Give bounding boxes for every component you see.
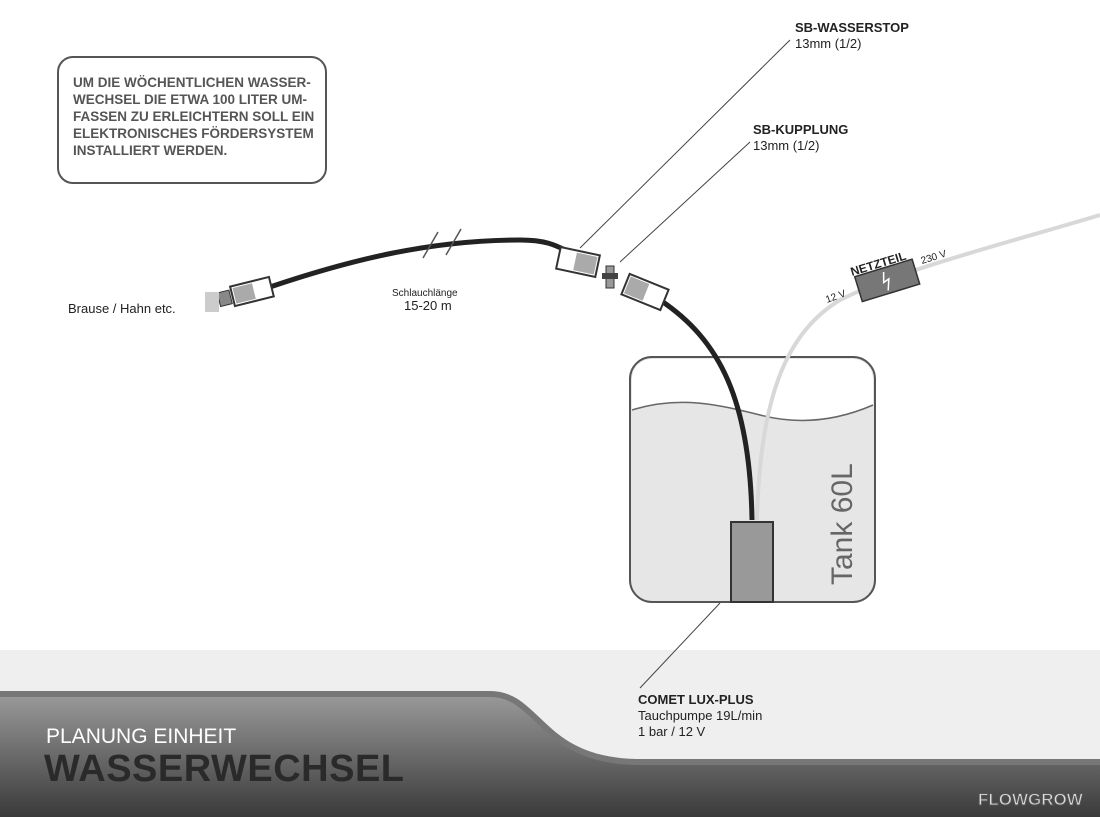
pump-spec-flow: Tauchpumpe 19L/min <box>638 708 763 723</box>
note-line: UM DIE WÖCHENTLICHEN WASSER- <box>73 75 311 90</box>
footer-band <box>0 694 1100 817</box>
footer-subtitle: PLANUNG EINHEIT <box>46 725 237 748</box>
footer-title: WASSERWECHSEL <box>44 748 405 790</box>
kupplung-size: 13mm (1/2) <box>753 138 820 153</box>
wasserstop-title: SB-WASSERSTOP <box>795 20 909 35</box>
pump-spec-power: 1 bar / 12 V <box>638 724 706 739</box>
leader-lines <box>579 39 791 689</box>
power-supply <box>853 258 921 303</box>
info-note: UM DIE WÖCHENTLICHEN WASSER- WECHSEL DIE… <box>57 56 327 184</box>
note-line: WECHSEL DIE ETWA 100 LITER UM- <box>73 92 308 107</box>
kupplung-title: SB-KUPPLUNG <box>753 122 849 137</box>
pump <box>730 521 774 603</box>
brause-label: Brause / Hahn etc. <box>68 301 176 316</box>
tank-label: Tank 60L <box>826 463 859 585</box>
hose-length: 15-20 m <box>404 298 452 313</box>
hose <box>269 237 567 290</box>
power-cable <box>755 213 1100 521</box>
pump-title: COMET LUX-PLUS <box>638 692 754 707</box>
note-line: INSTALLIERT WERDEN. <box>73 143 228 158</box>
note-line: ELEKTRONISCHES FÖRDERSYSTEM <box>73 126 314 141</box>
kupplung-connector <box>620 272 670 312</box>
hose-label: Schlauchlänge <box>392 288 458 299</box>
note-line: FASSEN ZU ERLEICHTERN SOLL EIN <box>73 109 315 124</box>
wasserstop-connector <box>554 245 602 279</box>
tap-connector <box>216 275 275 308</box>
flowgrow-logo: FLOWGROW <box>978 790 1084 810</box>
wasserstop-size: 13mm (1/2) <box>795 36 862 51</box>
coupling-nipple <box>602 265 618 289</box>
